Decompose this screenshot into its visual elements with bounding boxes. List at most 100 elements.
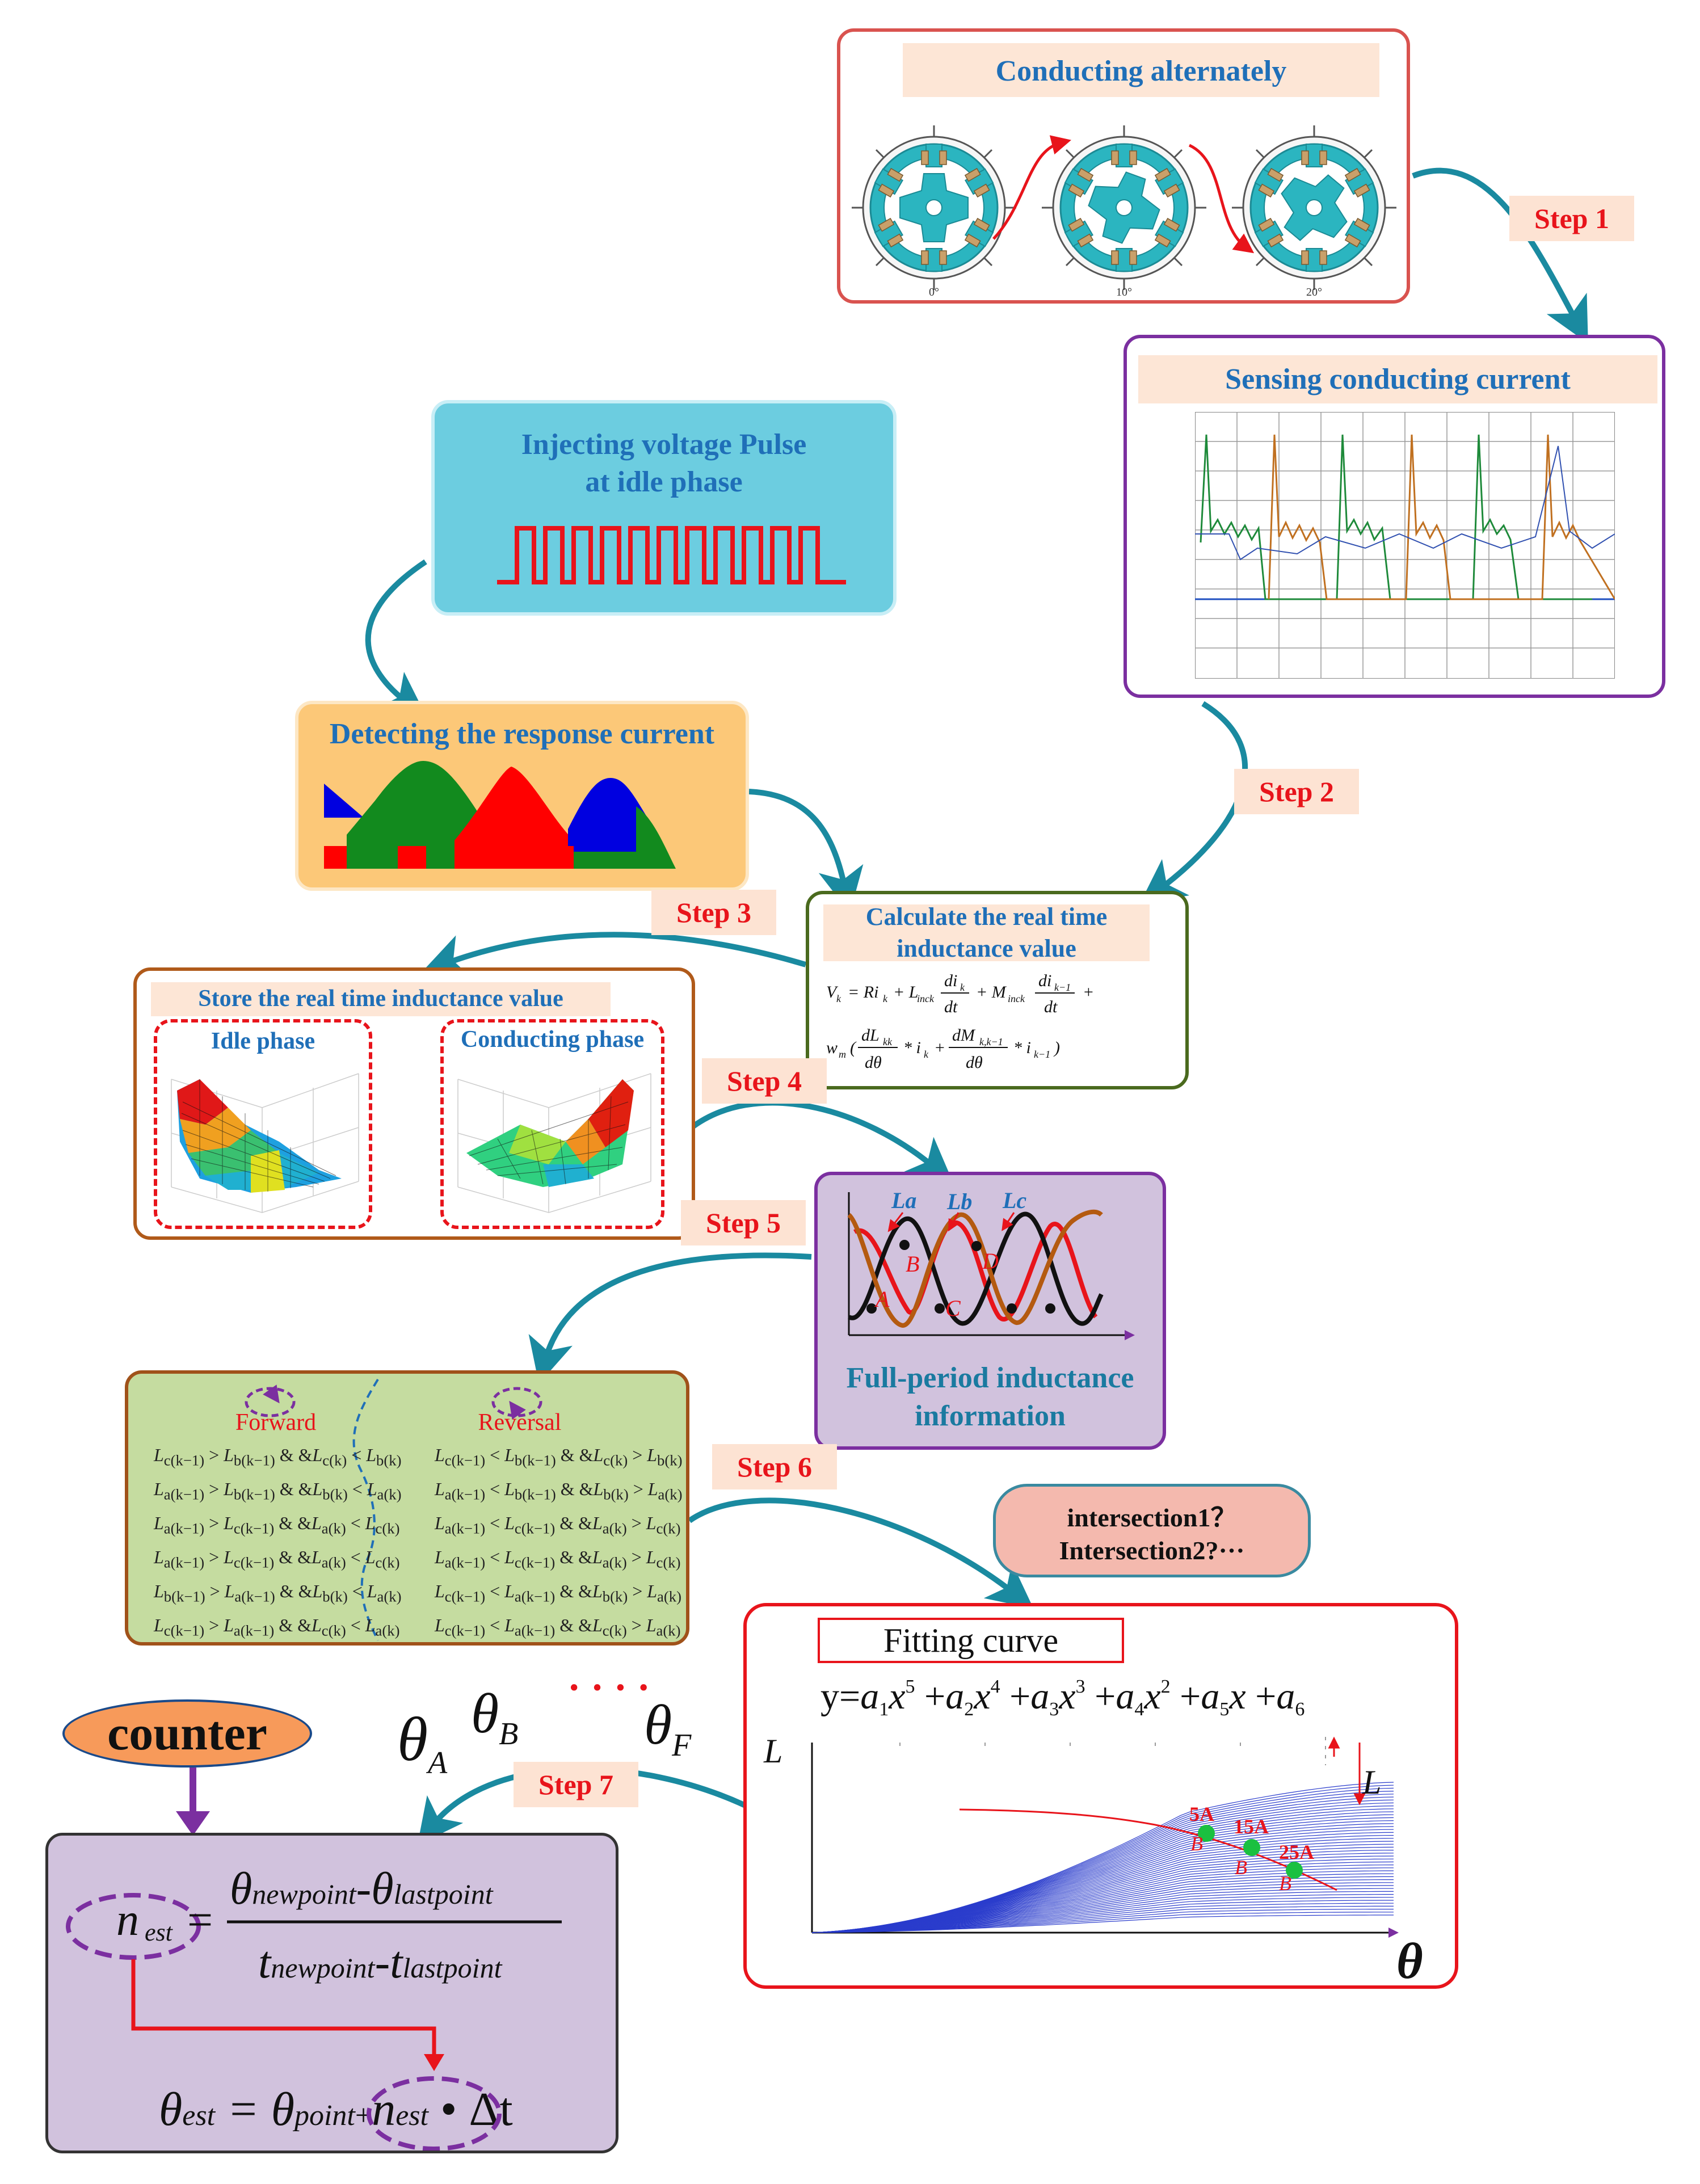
- forward-condition-5: Lb(k−1) > La(k−1) & &Lb(k) < La(k): [154, 1581, 402, 1605]
- calc-title-line1: Calculate the real time: [865, 903, 1108, 931]
- svg-text:* i: * i: [1013, 1038, 1031, 1057]
- arrow-step3: [421, 932, 807, 978]
- arrow-step6: [688, 1497, 1034, 1609]
- svg-text:+: +: [934, 1038, 945, 1057]
- speed-estimation-box: n est = θnewpoint-θlastpoint tnewpoint-t…: [45, 1833, 618, 2153]
- arrow-step4: [687, 1100, 954, 1184]
- svg-text:+: +: [1083, 983, 1094, 1001]
- inject-title-line1: Injecting voltage Pulse: [521, 428, 807, 461]
- idle-phase-label: Idle phase: [211, 1028, 315, 1054]
- store-inductance-box: Store the real time inductance value Idl…: [133, 967, 695, 1240]
- reversal-condition-6: Lc(k−1) < La(k−1) & &Lc(k) > La(k): [435, 1615, 681, 1639]
- forward-condition-1: Lc(k−1) > Lb(k−1) & &Lc(k) < Lb(k): [154, 1445, 402, 1469]
- current-5A: 5A: [1189, 1803, 1214, 1825]
- fitting-curve-plot: L θ L 5A 15A 25A B B B: [763, 1732, 1423, 1987]
- reversal-condition-1: Lc(k−1) < Lb(k−1) & &Lc(k) > Lb(k): [435, 1445, 683, 1469]
- counter-arrow: [176, 1768, 210, 1836]
- reversal-condition-5: Lc(k−1) < La(k−1) & &Lb(k) > La(k): [435, 1581, 681, 1605]
- arrow-step1: [1412, 167, 1588, 344]
- svg-text:k,k−1: k,k−1: [979, 1036, 1003, 1047]
- detect-title: Detecting the response current: [329, 718, 715, 750]
- sensing-current-title: Sensing conducting current: [1225, 363, 1571, 395]
- svg-text:inck: inck: [1008, 993, 1025, 1004]
- point-A: A: [874, 1286, 890, 1312]
- point-B-15A: B: [1235, 1856, 1247, 1879]
- svg-text:tnewpoint-tlastpoint: tnewpoint-tlastpoint: [258, 1938, 503, 1988]
- motor-rotation-illustration: 0° 10° 20°: [851, 124, 1398, 298]
- fitting-curve-box: Fitting curve y=a1x5 +a2x4 +a3x3 +a4x2 +…: [743, 1603, 1458, 1989]
- reversal-condition-4: La(k−1) < Lc(k−1) & &La(k) > Lc(k): [435, 1547, 681, 1571]
- forward-condition-6: Lc(k−1) > La(k−1) & &Lc(k) < La(k): [154, 1615, 400, 1639]
- conducting-alternately-box: Conducting alternately: [837, 28, 1410, 304]
- svg-text:dt: dt: [944, 998, 958, 1016]
- theta-a: θA: [397, 1705, 448, 1781]
- current-25A: 25A: [1279, 1841, 1314, 1863]
- oscilloscope-waveform: [1195, 412, 1615, 679]
- svg-text:+ L: + L: [893, 983, 918, 1001]
- fitting-ylabel: L: [763, 1732, 782, 1770]
- conducting-phase-panel: Conducting phase: [440, 1019, 664, 1229]
- arrow-step2: [1139, 701, 1248, 905]
- full-period-line2: information: [915, 1400, 1066, 1432]
- step-3-label: Step 3: [651, 890, 776, 935]
- three-phase-inductance-plot: A B C D La Lb Lc: [847, 1188, 1135, 1340]
- svg-text:dθ: dθ: [966, 1053, 983, 1072]
- svg-text:V: V: [826, 983, 839, 1001]
- conducting-phase-label: Conducting phase: [460, 1026, 645, 1053]
- theta-b: θB: [471, 1682, 519, 1752]
- svg-text:dθ: dθ: [865, 1053, 882, 1072]
- forward-condition-4: La(k−1) > Lc(k−1) & &La(k) < Lc(k): [154, 1547, 400, 1571]
- step-1-label: Step 1: [1509, 196, 1634, 241]
- fitting-xlabel: θ: [1396, 1933, 1423, 1987]
- svg-text:k−1: k−1: [1054, 982, 1071, 993]
- angle-label-20: 20°: [1306, 286, 1322, 298]
- intersection-line1: intersection1？: [1067, 1503, 1237, 1532]
- svg-text:k: k: [960, 982, 965, 993]
- svg-text:dt: dt: [1044, 998, 1058, 1016]
- svg-text:* i: * i: [903, 1038, 921, 1057]
- detect-response-box: Detecting the response current: [295, 701, 749, 891]
- calc-title-line2: inductance value: [897, 935, 1076, 962]
- forward-condition-2: La(k−1) > Lb(k−1) & &Lb(k) < La(k): [154, 1479, 402, 1503]
- svg-text:inck: inck: [917, 993, 935, 1004]
- intersection-line2: Intersection2?···: [1059, 1536, 1245, 1565]
- idle-phase-surface: [171, 1073, 359, 1213]
- svg-text:kk: kk: [883, 1036, 893, 1047]
- fitting-curve-title: Fitting curve: [883, 1622, 1059, 1659]
- svg-text:k: k: [836, 993, 841, 1004]
- angle-label-10: 10°: [1116, 286, 1132, 298]
- step-2-label: Step 2: [1234, 769, 1359, 814]
- inject-title-line2: at idle phase: [585, 466, 743, 498]
- forward-label: Forward: [235, 1409, 317, 1436]
- svg-text:k: k: [883, 993, 888, 1004]
- idle-phase-panel: Idle phase: [154, 1019, 372, 1229]
- inductance-curve: [811, 1914, 1394, 1933]
- step-7-label: Step 7: [514, 1762, 638, 1807]
- svg-text:dM: dM: [952, 1026, 976, 1045]
- svg-text:+ M: + M: [976, 983, 1007, 1001]
- n-symbol: n: [116, 1895, 139, 1945]
- n-subscript: est: [145, 1918, 174, 1946]
- speed-estimation-equations: n est = θnewpoint-θlastpoint tnewpoint-t…: [66, 1864, 562, 2151]
- forward-condition-3: La(k−1) > Lc(k−1) & &La(k) < Lc(k): [154, 1513, 400, 1537]
- svg-text:θnewpoint-θlastpoint: θnewpoint-θlastpoint: [230, 1864, 494, 1914]
- label-La: La: [891, 1188, 916, 1213]
- arrow-inject-detect: [365, 559, 427, 718]
- counter-ellipse: counter: [62, 1699, 312, 1768]
- intersection-question-bubble: intersection1？ Intersection2?···: [993, 1484, 1311, 1577]
- svg-text:dL: dL: [861, 1026, 880, 1045]
- svg-text:k−1: k−1: [1034, 1049, 1050, 1060]
- inductance-curve: [811, 1820, 1394, 1933]
- svg-text:k: k: [924, 1049, 929, 1060]
- label-Lb: Lb: [946, 1189, 972, 1214]
- conducting-phase-surface: [457, 1073, 651, 1213]
- counter-label: counter: [107, 1706, 267, 1760]
- theta-f: θF: [644, 1693, 692, 1764]
- full-period-line1: Full-period inductance: [846, 1362, 1134, 1394]
- sensing-current-box: Sensing conducting current: [1123, 335, 1665, 698]
- step-5-label: Step 5: [681, 1200, 806, 1245]
- step-6-label: Step 6: [712, 1444, 837, 1489]
- pulse-train-icon: [497, 526, 846, 584]
- angle-label-0: 0°: [929, 286, 939, 298]
